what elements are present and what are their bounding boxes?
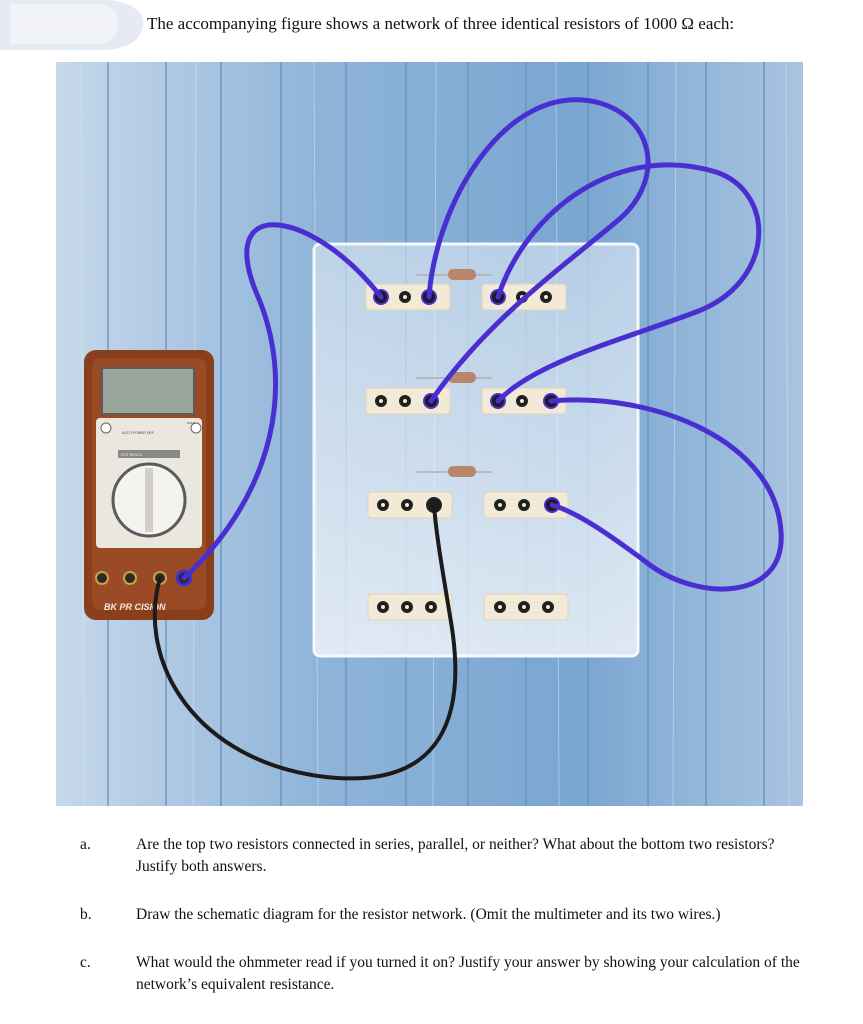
question-text: Draw the schematic diagram for the resis… xyxy=(136,906,721,923)
question-letter: c. xyxy=(80,954,91,971)
meter-label-hold: HOLD xyxy=(187,421,196,425)
resistor-middle xyxy=(416,372,492,383)
blue-wires xyxy=(181,97,784,592)
meter-label-test-bench: TEST BENCH xyxy=(120,453,143,457)
intro-text: The accompanying figure shows a network … xyxy=(147,14,735,33)
multimeter-brand: BK PR CISION xyxy=(104,602,166,612)
resistor-network-photo: BK PR CISION AUTO POWER OFF TEST BENCH H… xyxy=(56,62,803,806)
corner-smudge-graphic xyxy=(0,0,144,50)
question-letter: b. xyxy=(80,906,92,923)
question-text: Are the top two resistors connected in s… xyxy=(136,836,775,875)
multimeter: BK PR CISION AUTO POWER OFF TEST BENCH H… xyxy=(84,350,214,620)
resistor-bottom xyxy=(416,466,492,477)
acrylic-board xyxy=(312,242,640,658)
black-wire xyxy=(152,503,458,781)
meter-label-auto-power: AUTO POWER OFF xyxy=(122,431,154,435)
question-letter: a. xyxy=(80,836,91,853)
question-text: What would the ohmmeter read if you turn… xyxy=(136,954,800,993)
resistor-top xyxy=(416,269,492,280)
